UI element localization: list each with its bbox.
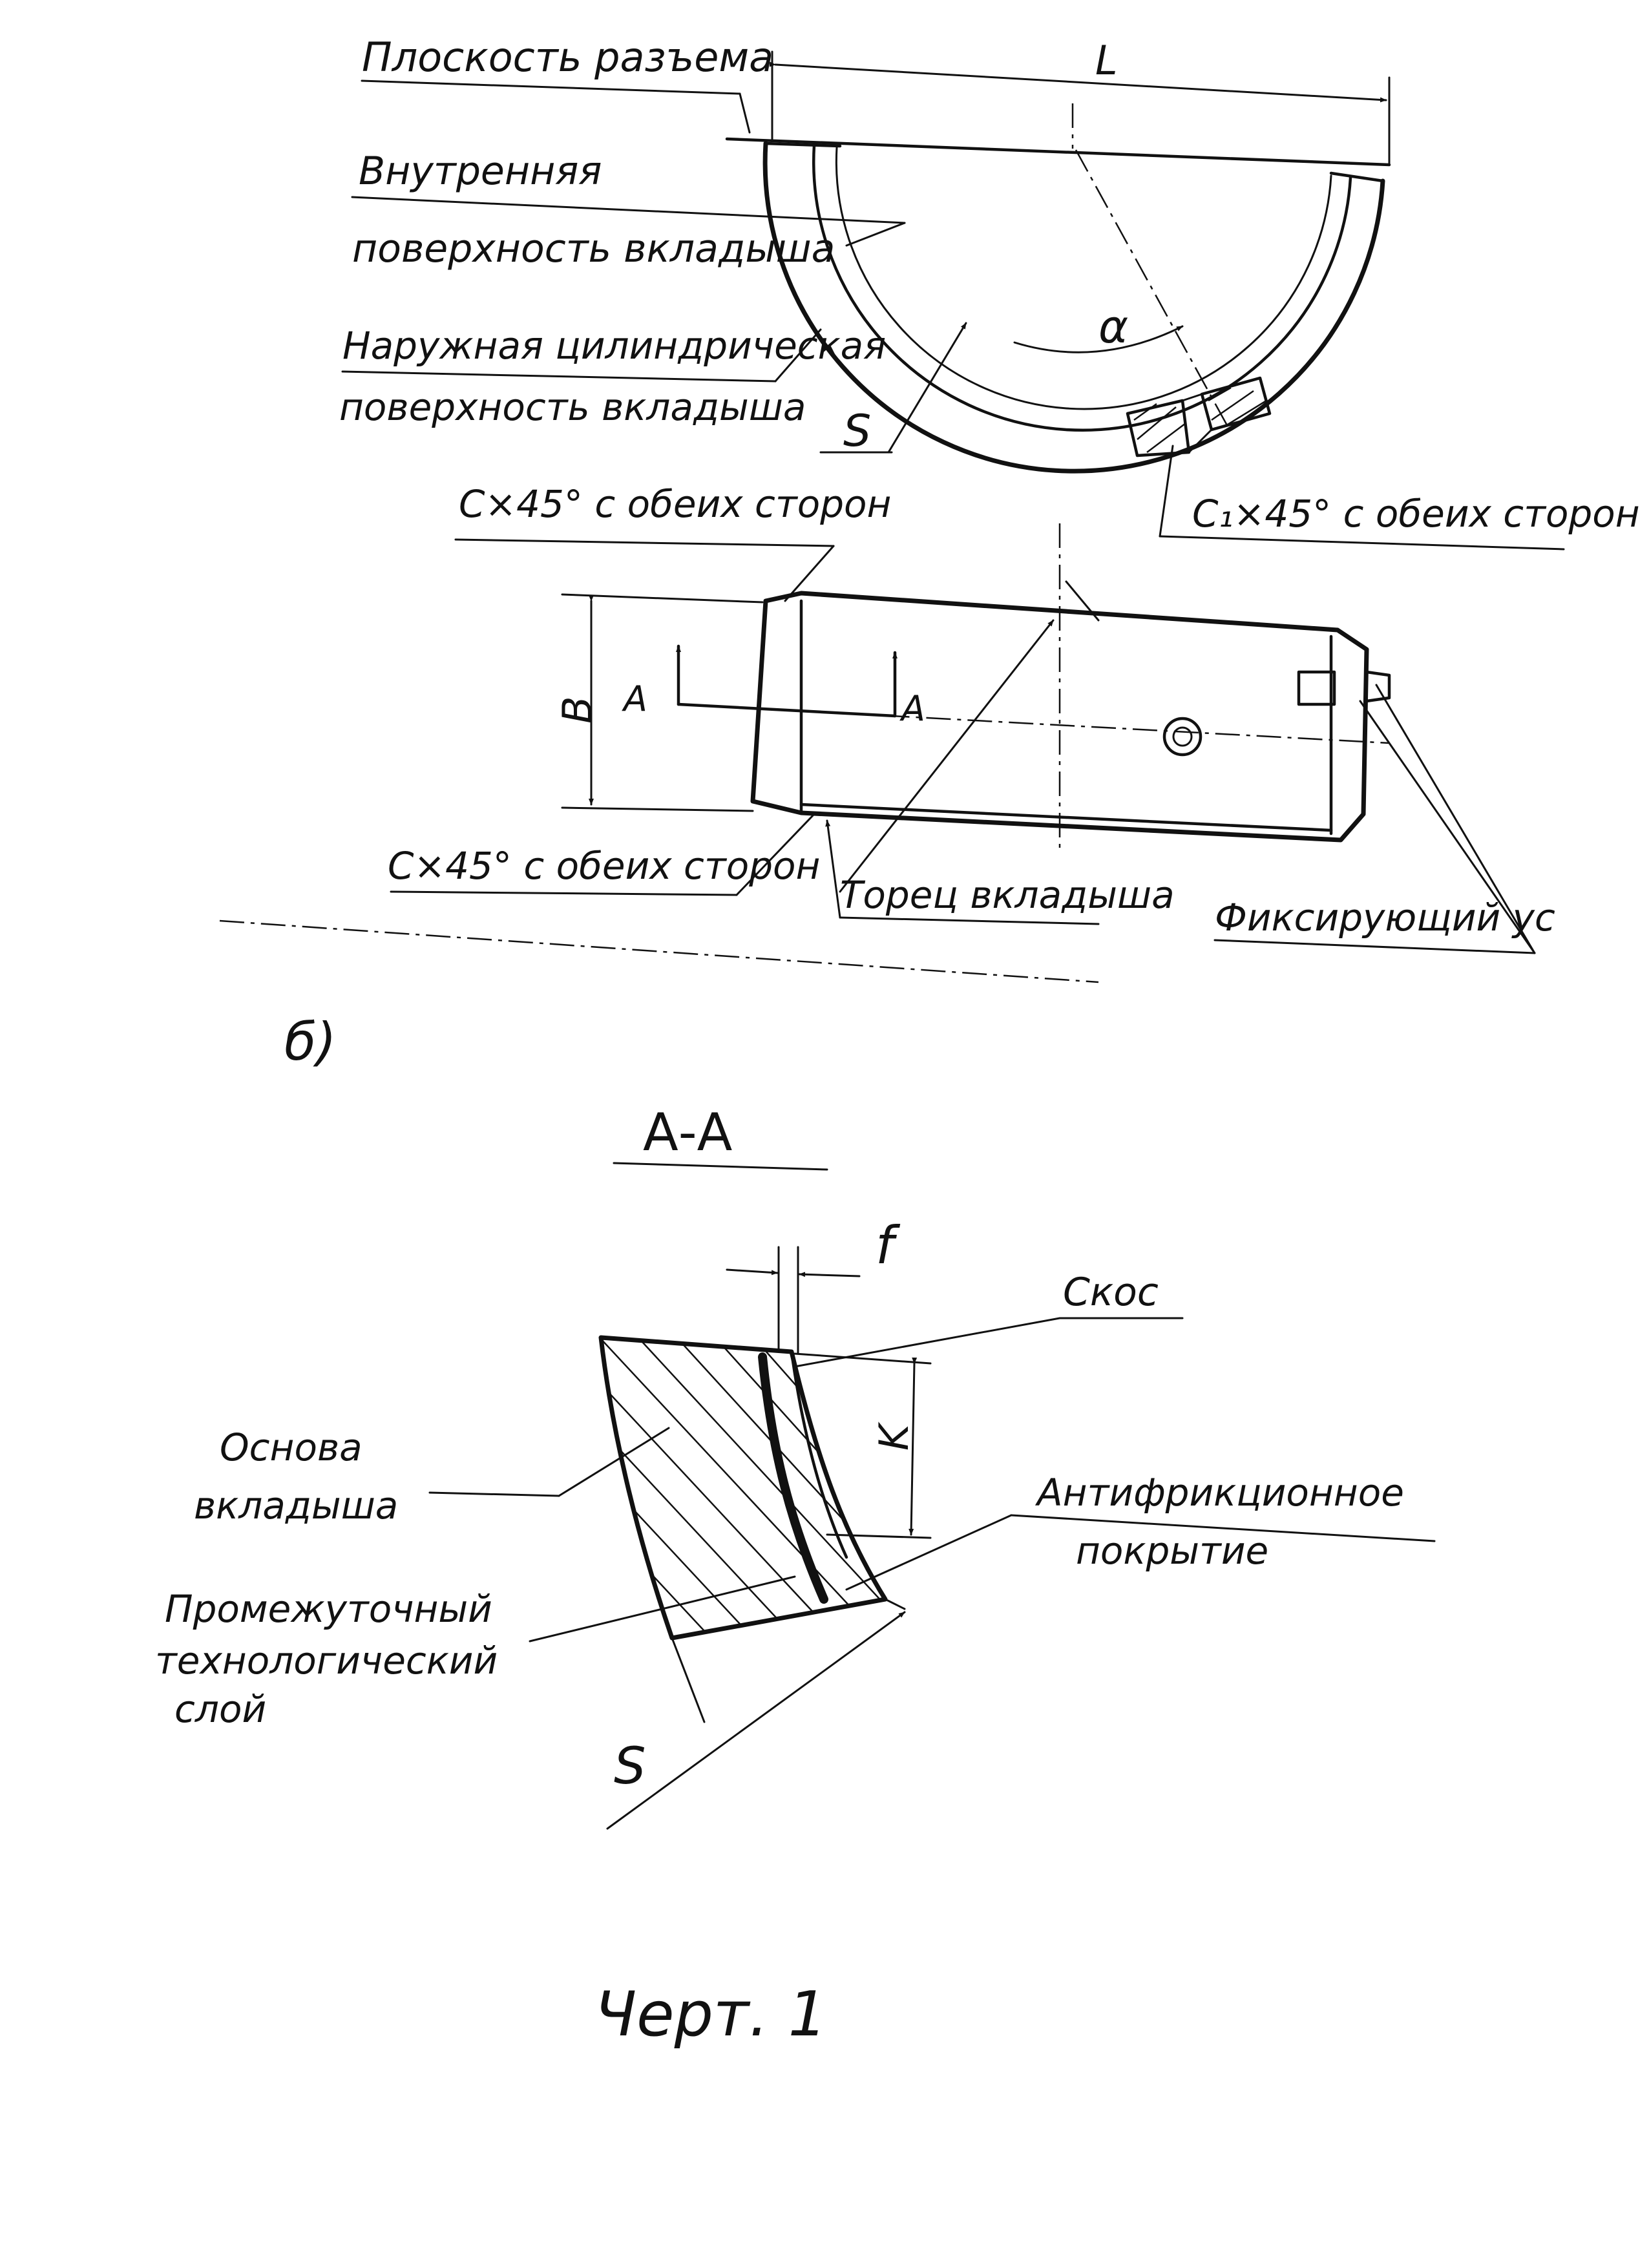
label-chamfer-top: C×45° с обеих сторон bbox=[459, 482, 891, 526]
label-bevel: Скос bbox=[1063, 1270, 1159, 1315]
bearing-shell-front-view bbox=[341, 50, 1565, 551]
label-s-section: S bbox=[614, 1738, 646, 1796]
label-end-face: Торец вкладыша bbox=[840, 873, 1175, 917]
label-outer-surface-2: поверхность вкладыша bbox=[339, 385, 806, 429]
label-antifriction-1: Антифрикционное bbox=[1035, 1471, 1404, 1515]
label-section-a-right: А bbox=[899, 688, 925, 729]
labels: Плоскость разъема L Внутренняя поверхнос… bbox=[155, 34, 1640, 2050]
caption: Черт. 1 bbox=[594, 1979, 827, 2050]
label-section-a-left: А bbox=[622, 678, 647, 719]
label-base-2: вкладыша bbox=[194, 1484, 398, 1528]
section-a-a bbox=[428, 1162, 1436, 1830]
label-width: B bbox=[554, 696, 601, 724]
section-hatching bbox=[601, 1338, 885, 1638]
label-base-1: Основа bbox=[220, 1425, 362, 1469]
label-alpha: α bbox=[1098, 300, 1128, 353]
label-chamfer-bottom: C×45° с обеих сторон bbox=[388, 844, 820, 888]
label-inner-surface-1: Внутренняя bbox=[359, 149, 602, 194]
section-title: А-А bbox=[643, 1102, 733, 1162]
label-outer-surface-1: Наружная цилиндрическая bbox=[342, 324, 886, 368]
label-length: L bbox=[1095, 37, 1118, 84]
label-antifriction-2: покрытие bbox=[1076, 1529, 1268, 1573]
label-f: f bbox=[876, 1215, 901, 1276]
label-k: K bbox=[870, 1422, 918, 1451]
label-inner-surface-2: поверхность вкладыша bbox=[352, 226, 835, 271]
label-interlayer-1: Промежуточный bbox=[165, 1587, 492, 1631]
label-interlayer-3: слой bbox=[174, 1687, 266, 1731]
label-interlayer-2: технологический bbox=[155, 1639, 498, 1683]
label-parting-plane: Плоскость разъема bbox=[362, 34, 773, 81]
label-locating-lug: Фиксирующий ус bbox=[1215, 896, 1555, 940]
view-b-marker: б) bbox=[284, 1012, 337, 1072]
label-chamfer-c1: C₁×45° с обеих сторон bbox=[1192, 492, 1640, 536]
locating-lug-section bbox=[1126, 376, 1272, 457]
bearing-shell-plan-view bbox=[219, 523, 1536, 983]
label-s-view-a: S bbox=[843, 406, 871, 457]
